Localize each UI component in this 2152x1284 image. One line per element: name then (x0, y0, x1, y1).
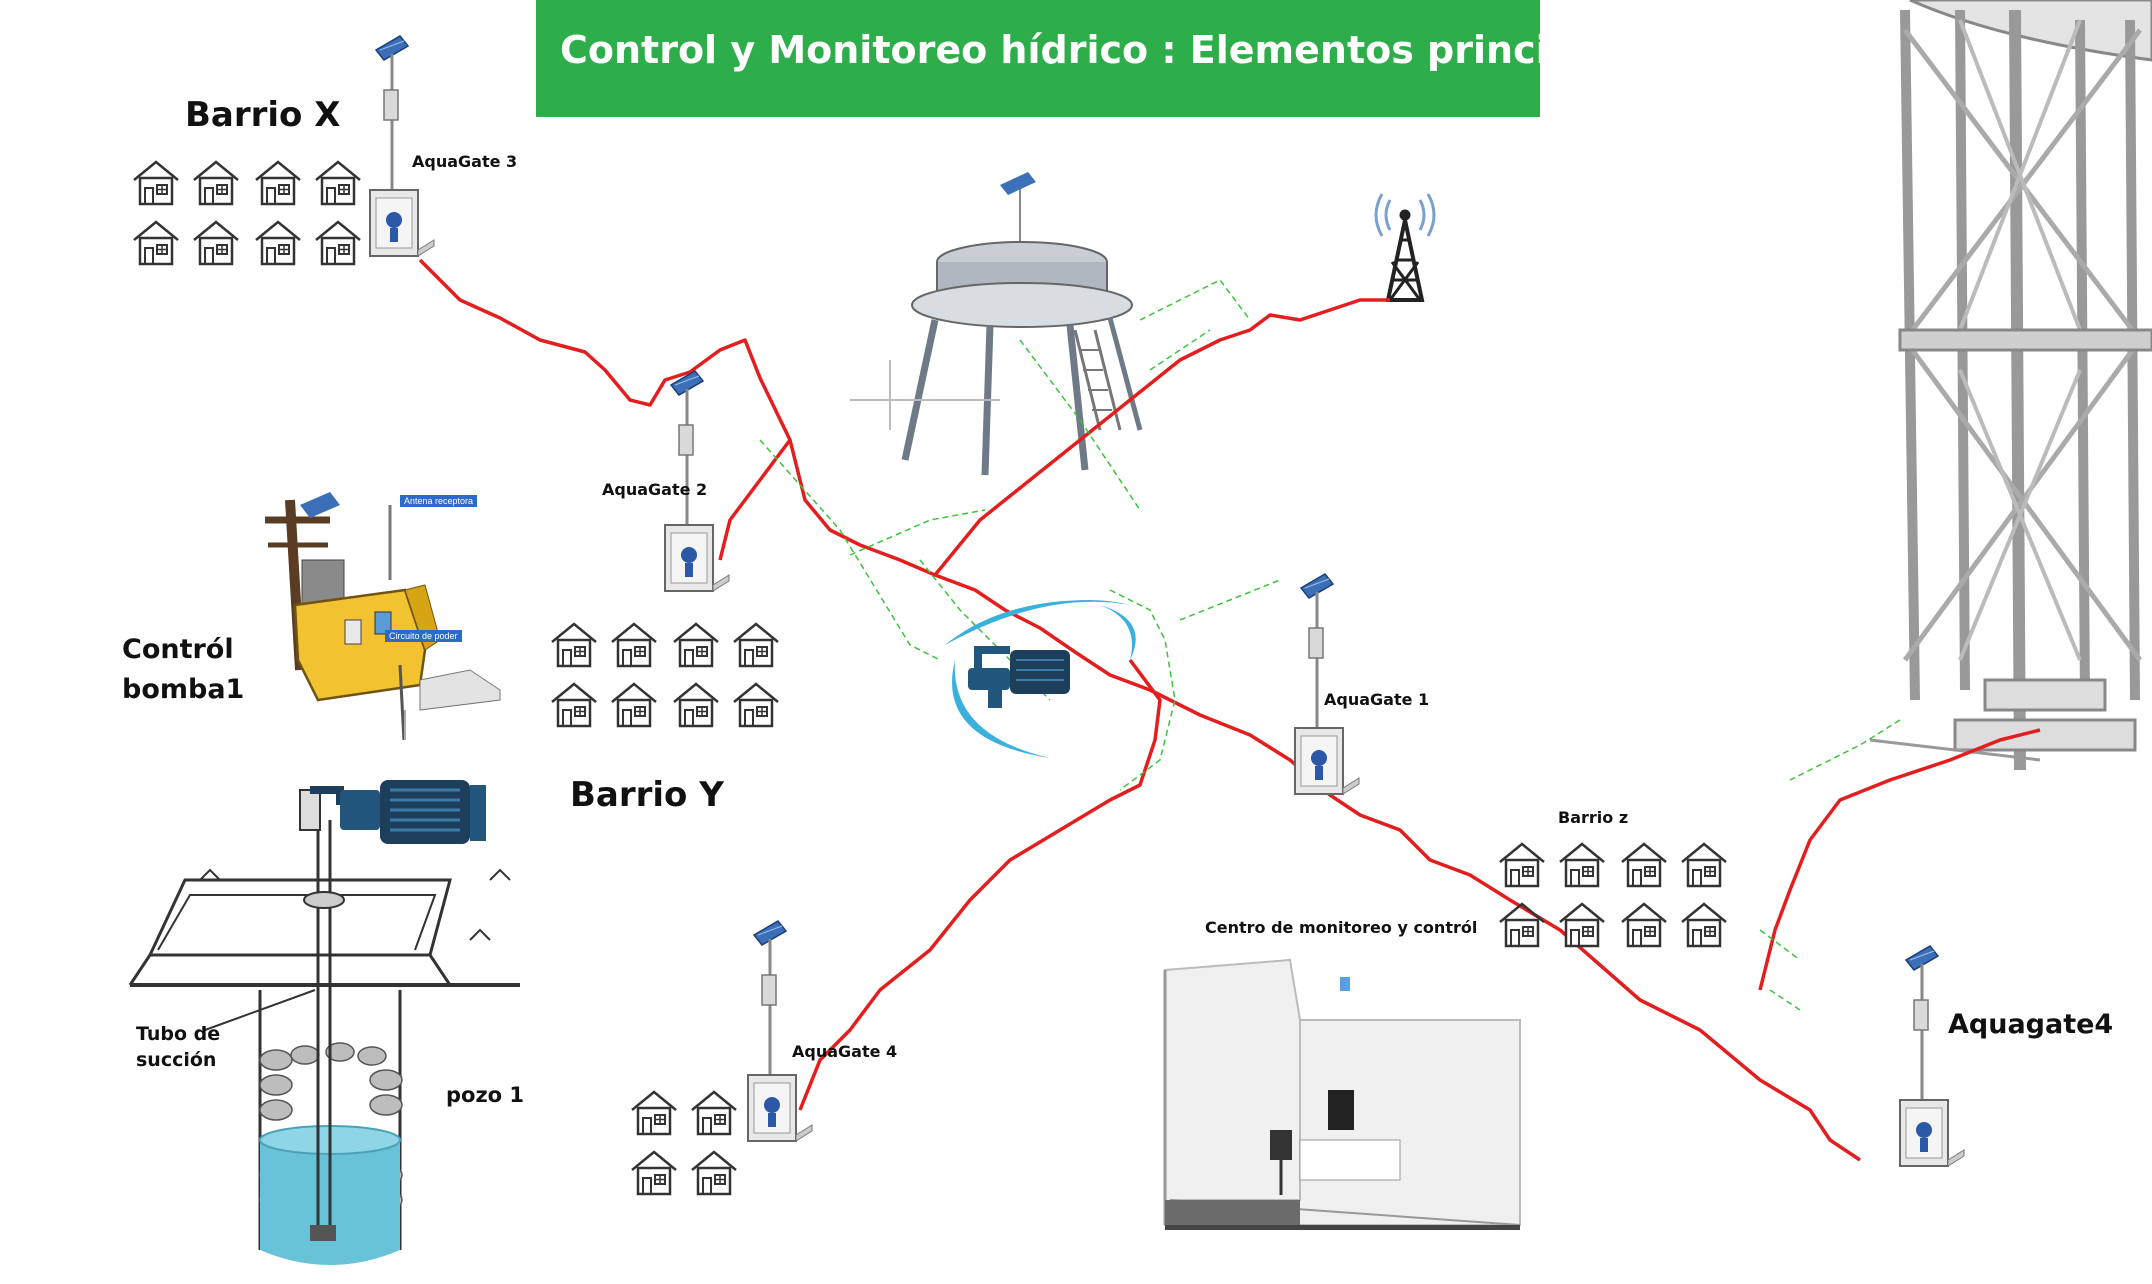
label-barrio-z: Barrio z (1558, 808, 1628, 827)
pump-control-assembly (265, 492, 500, 760)
well-illustration (112, 740, 552, 1270)
label-monitoring-center: Centro de monitoreo y contról (1205, 918, 1477, 937)
houses-barrio-z (1500, 844, 1726, 946)
label-pozo: pozo 1 (446, 1083, 524, 1107)
houses-aquagate-4 (632, 1092, 736, 1194)
label-power-circuit: Circuito de poder (385, 630, 462, 642)
houses-barrio-y (552, 624, 778, 726)
label-aquagate-1: AquaGate 1 (1324, 690, 1429, 709)
label-aquagate-4-right: Aquagate4 (1948, 1005, 2113, 1045)
label-tubo-line2: succión (136, 1049, 216, 1071)
label-aquagate-2: AquaGate 2 (602, 480, 707, 499)
title-banner: Control y Monitoreo hídrico : Elementos … (536, 0, 1540, 117)
label-barrio-x: Barrio X (185, 95, 340, 135)
aquagate-1-device (1295, 574, 1359, 794)
water-tower-right (1870, 0, 2152, 770)
label-tubo-line1: Tubo de (136, 1023, 220, 1045)
page-title: Control y Monitoreo hídrico : Elementos … (560, 28, 1663, 72)
label-aquagate-4-left: AquaGate 4 (792, 1042, 897, 1061)
label-antenna-receptor: Antena receptora (400, 495, 477, 507)
label-barrio-y: Barrio Y (570, 775, 724, 815)
aquagate-3-device (370, 36, 434, 256)
label-control-bomba-line1: Contról (122, 630, 234, 670)
central-water-tank (850, 172, 1140, 475)
houses-barrio-x (134, 162, 360, 264)
monitoring-center (1165, 960, 1520, 1230)
survey-lines (760, 280, 1900, 1010)
label-aquagate-3: AquaGate 3 (412, 152, 517, 171)
antenna-tower (1376, 194, 1434, 300)
label-control-bomba-line2: bomba1 (122, 670, 244, 710)
aquagate-4-right-device (1900, 946, 1964, 1166)
